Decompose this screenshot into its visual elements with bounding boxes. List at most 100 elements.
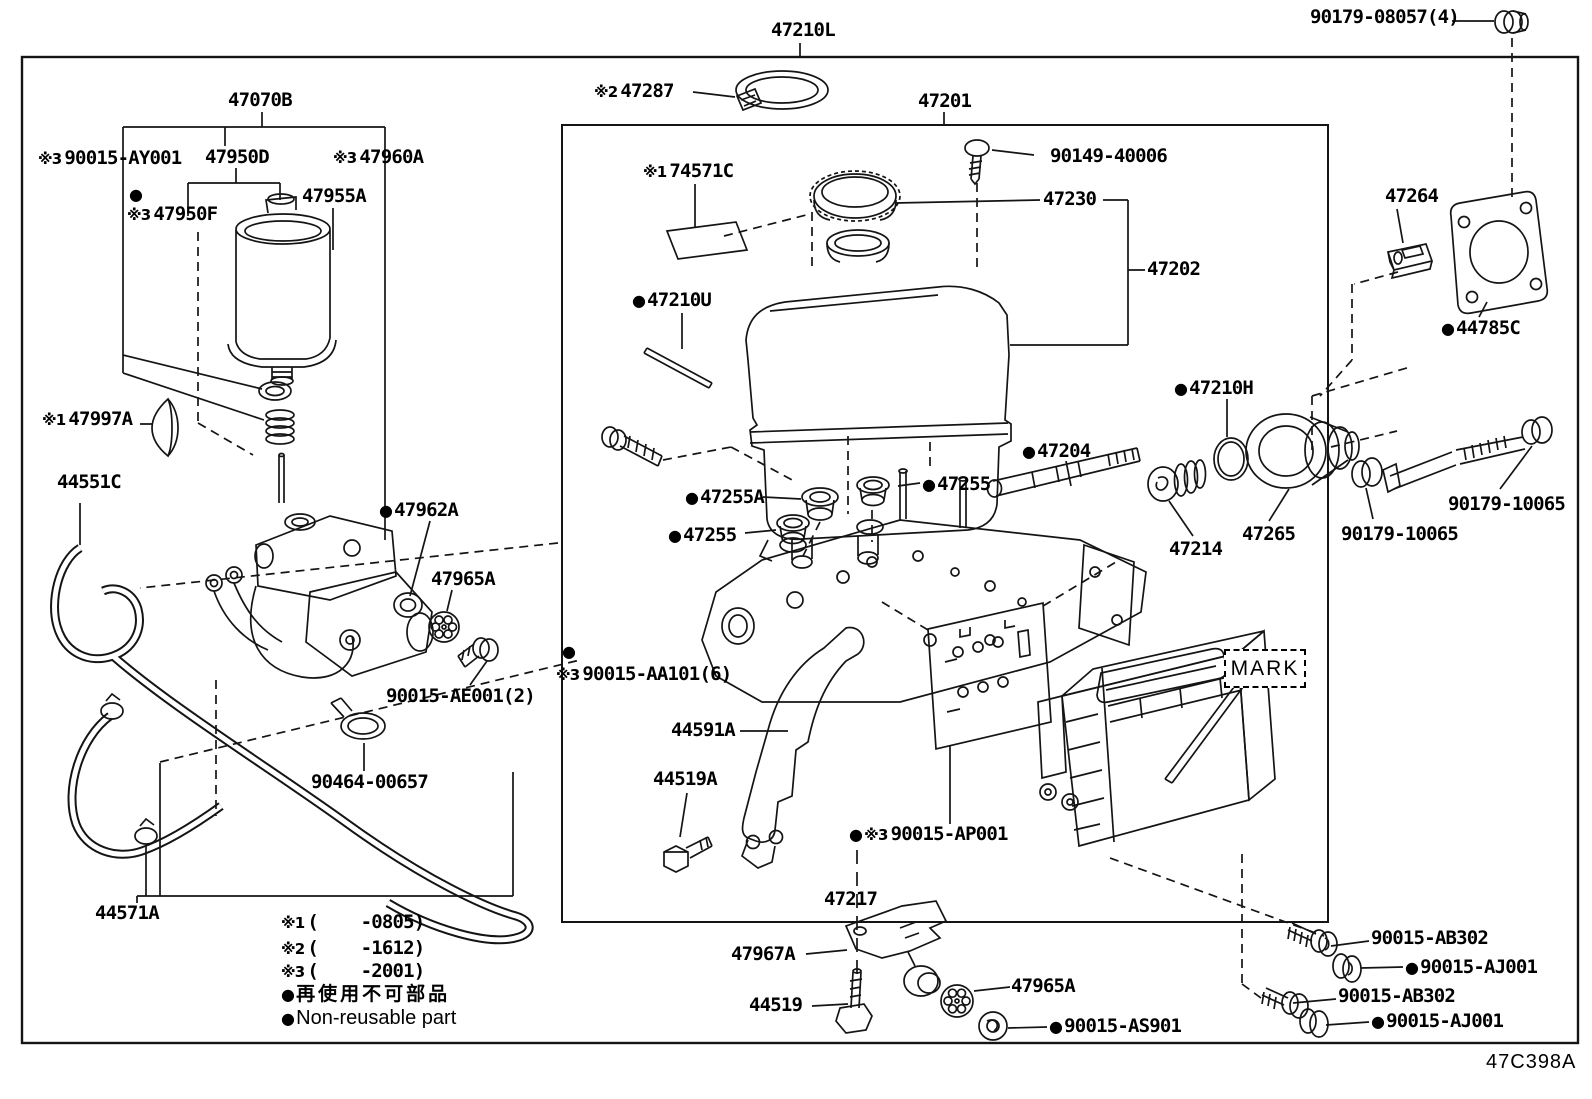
non-reusable-dot-icon: ● (632, 291, 646, 310)
part-number: ( -0805) (307, 911, 425, 933)
part-number: 47955A (302, 185, 367, 207)
part-label-47202: 47202 (1147, 259, 1201, 279)
bottom-parts-sketch (835, 900, 1008, 1041)
leader-lines (79, 20, 1533, 1029)
part-label-47265: 47265 (1242, 523, 1296, 545)
part-label-(-0805): ※1( -0805) (281, 911, 425, 933)
non-reusable-dot-icon: ● (379, 501, 393, 520)
bracket-47070B (122, 112, 386, 540)
part-label-dot: ● (129, 184, 144, 205)
part-label-47230: 47230 (1043, 189, 1097, 209)
part-number: 47265 (1242, 523, 1296, 545)
non-reusable-dot-icon: ● (668, 526, 682, 545)
part-number: 44571A (95, 902, 160, 924)
non-reusable-dot-icon: ● (849, 825, 863, 844)
bolt-long-sketch (601, 426, 663, 467)
part-label-47965A: 47965A (431, 569, 496, 589)
rod-47210U-sketch (643, 347, 713, 389)
part-label-44519: 44519 (749, 994, 803, 1016)
part-label-47210U: ●47210U (632, 289, 712, 311)
non-reusable-dot-icon: ● (129, 185, 143, 204)
part-number: 44785C (1456, 317, 1521, 339)
part-number: 47217 (824, 888, 878, 910)
part-label-44551C: 44551C (57, 471, 122, 493)
part-number: 90015-AB302 (1338, 985, 1456, 1007)
non-reusable-dot-icon: ● (1049, 1017, 1063, 1036)
part-label-44519A: 44519A (653, 769, 718, 789)
part-number: 90015-AP001 (890, 823, 1009, 845)
part-label-90179-08057(4): 90179-08057(4) (1310, 7, 1460, 27)
note-reference-mark: ※3 (127, 206, 151, 224)
pushrod-47204-sketch (986, 447, 1141, 498)
note-reference-mark: ※3 (864, 826, 888, 844)
part-number: 47950F (153, 203, 218, 225)
part-label-47950D: 47950D (205, 147, 270, 167)
part-number: 90015-AS901 (1064, 1015, 1182, 1037)
part-label-Non-reusablepart: ●Non-reusable part (281, 1008, 456, 1029)
pump-sketch (205, 513, 434, 679)
master-cylinder-sketch (701, 468, 1147, 703)
part-number: 44551C (57, 471, 122, 493)
part-number: 47210H (1189, 377, 1254, 399)
part-label-47217: 47217 (824, 888, 878, 910)
part-label-90149-40006: 90149-40006 (1050, 146, 1168, 166)
part-label-47962A: ●47962A (379, 500, 459, 521)
screw-90149-sketch (964, 139, 990, 186)
gasket-clip-sketch (1386, 10, 1549, 315)
note-reference-mark: ※2 (281, 940, 305, 958)
part-label-47264: 47264 (1385, 185, 1439, 207)
non-reusable-dot-icon: ● (1174, 379, 1188, 398)
part-label-90015-AB302: 90015-AB302 (1338, 985, 1456, 1007)
accumulator-sketch (227, 193, 337, 503)
part-label-47255: ●47255 (668, 524, 737, 546)
note-reference-mark: ※2 (594, 83, 618, 101)
part-number: 90015-AE001(2) (386, 685, 536, 707)
part-number: 47264 (1385, 185, 1439, 207)
non-reusable-dot-icon: ● (685, 488, 699, 507)
part-number: 47201 (918, 90, 972, 112)
piston-boot-sketch (1147, 413, 1360, 502)
clamp-90464-sketch (330, 697, 386, 740)
stud-plugs-sketch (1351, 416, 1553, 494)
part-number: 47997A (68, 408, 133, 430)
part-number: 47960A (359, 146, 424, 168)
part-label-47255: ●47255 (922, 473, 991, 495)
part-number: Non-reusable part (296, 1007, 457, 1029)
part-label-47965A: 47965A (1011, 975, 1076, 997)
part-label-dot: ● (562, 641, 577, 662)
note-reference-mark: ※3 (556, 666, 580, 684)
part-number: 47967A (731, 943, 796, 965)
part-label-44785C: ●44785C (1441, 317, 1521, 339)
part-number: 74571C (669, 160, 734, 182)
part-label-47255A: ●47255A (685, 487, 765, 508)
reservoir-sketch (745, 170, 1012, 569)
part-label-(-1612): ※2( -1612) (281, 938, 425, 959)
part-label-47070B: 47070B (228, 90, 293, 110)
part-label-90015-AE001(2): 90015-AE001(2) (386, 685, 536, 707)
part-label-(-2001): ※3( -2001) (281, 961, 425, 982)
mark-arrow (1164, 686, 1244, 784)
part-label-47201: 47201 (918, 90, 972, 112)
part-label-47967A: 47967A (731, 943, 796, 965)
part-number: 47210U (647, 289, 712, 311)
part-number: 47255 (937, 473, 991, 495)
non-reusable-dot-icon: ● (1441, 319, 1455, 338)
part-number: 90015-AY001 (64, 147, 182, 169)
part-label-dot: ●再使用不可部品 (281, 984, 450, 1005)
part-number: 47255 (683, 524, 737, 546)
caution-label-sketch (665, 221, 749, 260)
part-number: 47965A (1011, 975, 1076, 997)
part-label-90015-AB302: 90015-AB302 (1371, 928, 1489, 948)
note-reference-mark: ※1 (281, 914, 305, 932)
part-number: 90179-10065 (1341, 523, 1459, 545)
diagram-code: 47C398A (1486, 1051, 1577, 1073)
part-number: 47210L (771, 19, 836, 41)
part-number: 44519 (749, 994, 803, 1016)
